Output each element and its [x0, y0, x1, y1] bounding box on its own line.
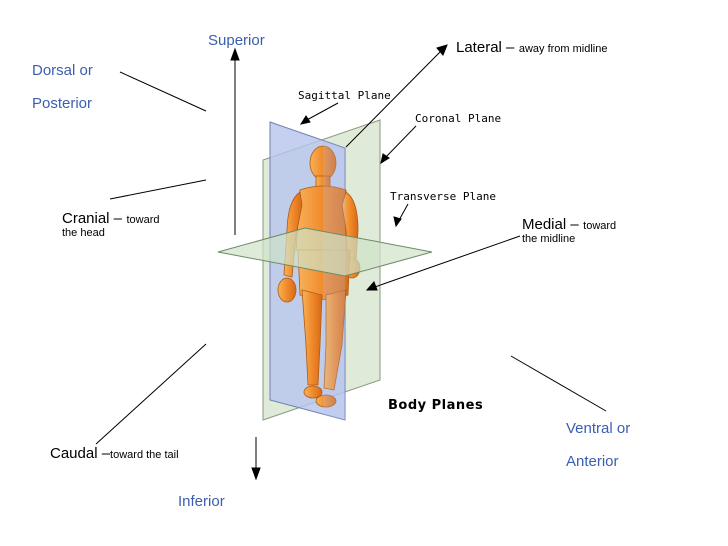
coronal-plane-label: Coronal Plane	[415, 112, 502, 125]
inferior-label: Inferior	[178, 493, 225, 510]
dorsal-label-line2: Posterior	[32, 95, 93, 112]
cranial-desc-line2: the head	[62, 227, 105, 239]
ventral-label-line2: Anterior	[566, 453, 619, 470]
ventral-label-line1: Ventral or	[566, 420, 631, 437]
caudal-desc: toward the tail	[110, 449, 179, 461]
cranial-label: Cranial – toward	[62, 209, 160, 228]
lateral-term: Lateral –	[456, 39, 515, 56]
medial-label: Medial – toward	[522, 215, 616, 234]
lateral-desc: away from midline	[518, 43, 608, 55]
caudal-term: Caudal –	[50, 445, 111, 462]
superior-label: Superior	[208, 32, 265, 49]
diagram-title: Body Planes	[388, 398, 484, 413]
sagittal-plane-label: Sagittal Plane	[298, 89, 391, 102]
transverse-plane-label: Transverse Plane	[390, 190, 496, 203]
transverse-plane	[217, 227, 433, 277]
lateral-label: Lateral – away from midline	[456, 38, 607, 57]
medial-desc-line1: toward	[583, 220, 617, 232]
cranial-desc-line1: toward	[126, 214, 160, 226]
medial-term: Medial –	[522, 216, 579, 233]
dorsal-label-line1: Dorsal or	[32, 62, 93, 79]
cranial-term: Cranial –	[62, 210, 123, 227]
medial-desc-line2: the midline	[522, 233, 576, 245]
caudal-label: Caudal –toward the tail	[50, 444, 179, 463]
